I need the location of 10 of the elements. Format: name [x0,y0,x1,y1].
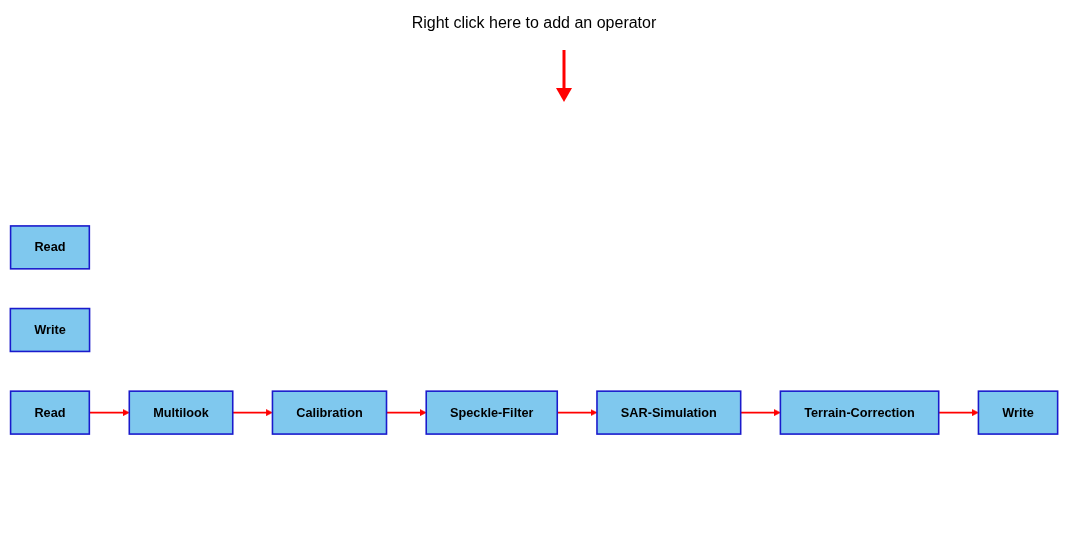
hint-text: Right click here to add an operator [411,14,657,32]
node-box: Write [977,390,1059,435]
node-box: Speckle-Filter [425,390,559,435]
node-box: Read [9,390,91,435]
node-box: Write [9,307,91,353]
node-box: Calibration [271,390,388,435]
node-box: Multilook [128,390,234,435]
node-box: SAR-Simulation [596,390,742,435]
node-box: Read [9,225,91,270]
node-box: Terrain-Correction [779,390,940,435]
